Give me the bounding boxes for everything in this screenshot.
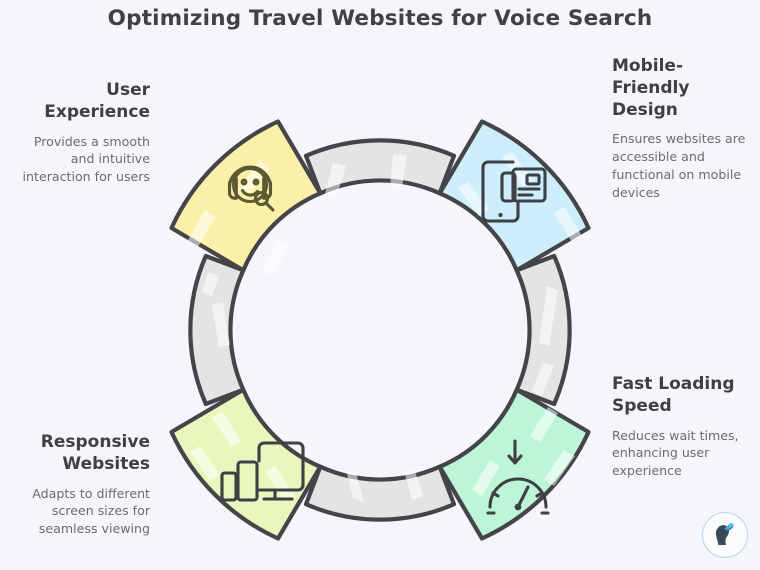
- segment-heading-responsive-websites: Responsive Websites: [40, 432, 150, 474]
- page-title: Optimizing Travel Websites for Voice Sea…: [107, 6, 653, 31]
- segment-body-responsive-websites: Adapts to different screen sizes for sea…: [32, 485, 150, 537]
- speedometer-icon: [486, 439, 550, 515]
- cycle-diagram: .outl { stroke:#454449; stroke-width:4.2…: [150, 100, 610, 560]
- segment-heading-user-experience: User Experience: [44, 80, 150, 122]
- ring-arrow-responsive-websites[interactable]: [169, 387, 323, 541]
- ring-arrow-fast-loading-speed[interactable]: [437, 387, 591, 541]
- segment-heading-fast-loading-speed: Fast Loading Speed: [612, 374, 735, 416]
- brand-badge[interactable]: [702, 512, 748, 558]
- segment-text-fast-loading-speed: Fast Loading Speed Reduces wait times, e…: [612, 374, 756, 480]
- ring-gray-segment-left: [188, 253, 246, 407]
- ring-gray-segment-top: [303, 138, 457, 198]
- mobile-document-icon: [481, 160, 547, 223]
- segment-body-user-experience: Provides a smooth and intuitive interact…: [22, 133, 150, 185]
- segment-text-mobile-friendly-design: Mobile- Friendly Design Ensures websites…: [612, 56, 756, 202]
- ring-arrow-mobile-friendly-design[interactable]: [437, 119, 591, 273]
- profile-silhouette-logo: [715, 523, 734, 545]
- segment-text-user-experience: User Experience Provides a smooth and in…: [8, 80, 150, 186]
- ring-gray-segment-right: [514, 253, 572, 407]
- segment-heading-mobile-friendly-design: Mobile- Friendly Design: [612, 56, 690, 120]
- segment-text-responsive-websites: Responsive Websites Adapts to different …: [8, 432, 150, 538]
- ring-gray-segment-bottom: [303, 464, 457, 522]
- headset-smiley-icon: [227, 165, 275, 212]
- responsive-devices-icon: [220, 441, 305, 502]
- ring-arrow-user-experience[interactable]: [169, 119, 323, 277]
- segment-body-fast-loading-speed: Reduces wait times, enhancing user exper…: [612, 427, 739, 479]
- segment-body-mobile-friendly-design: Ensures websites are accessible and func…: [612, 131, 746, 200]
